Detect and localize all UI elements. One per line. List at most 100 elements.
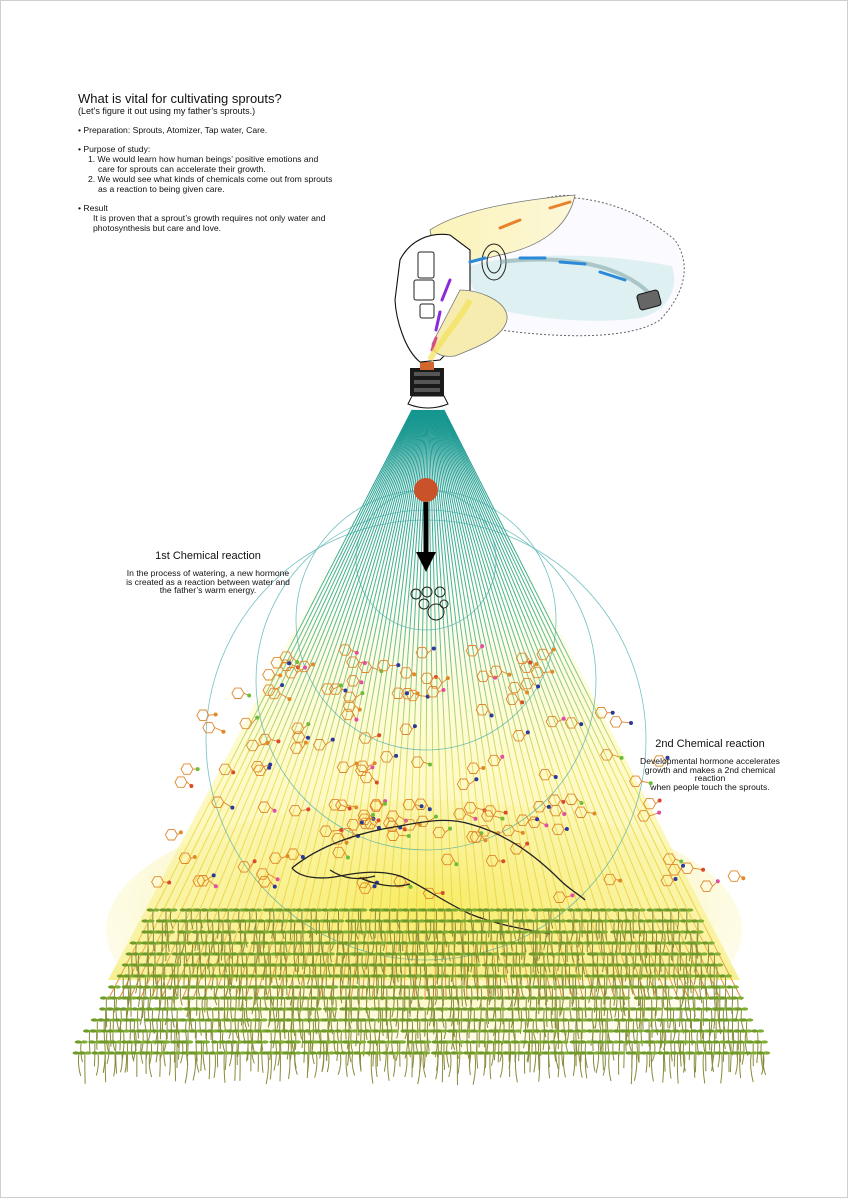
sprout-leaf: [215, 930, 223, 934]
sprout-stem: [192, 1052, 196, 1081]
sprout-leaf: [396, 996, 404, 1000]
molecule-ring: [289, 742, 304, 754]
sprout-leaf: [393, 1040, 401, 1044]
sprout-leaf: [267, 919, 274, 923]
sprout-leaf: [410, 952, 417, 956]
sprout-leaf: [272, 1040, 280, 1044]
sprout-leaf: [597, 941, 605, 945]
molecule-ring: [279, 659, 294, 671]
sprout-leaf: [456, 985, 464, 989]
sprout-leaf: [754, 1040, 762, 1044]
second-reaction-block: 2nd Chemical reaction Developmental horm…: [630, 738, 790, 791]
sprout-leaf: [492, 1029, 500, 1033]
sprout-leaf: [399, 1040, 407, 1044]
sprout-stem: [693, 1052, 696, 1078]
molecule-atom: [303, 665, 308, 670]
sprout-leaf: [130, 985, 138, 989]
molecule-cluster: [218, 763, 236, 776]
sprout-leaf: [497, 930, 505, 934]
molecule-cluster: [262, 669, 283, 681]
sprout-leaf: [494, 974, 502, 978]
sprout-leaf: [601, 1007, 609, 1011]
sprout-leaf: [464, 985, 472, 989]
sprout-leaf: [152, 996, 160, 1000]
sprout-stem: [247, 1041, 249, 1061]
sprout-leaf: [533, 1029, 541, 1033]
spray-line: [318, 409, 424, 1001]
sprout-leaf: [141, 996, 149, 1000]
sprout-leaf: [688, 996, 696, 1000]
sprout-leaf: [530, 996, 537, 1000]
sprout-leaf: [388, 1051, 396, 1055]
molecule-ring: [507, 681, 522, 694]
sprout-leaf: [342, 952, 350, 956]
molecule-ring: [480, 810, 495, 822]
sprout-leaf: [664, 908, 672, 912]
sprout-leaf: [285, 996, 293, 1000]
molecule-cluster: [487, 754, 505, 767]
sprout-leaf: [704, 1007, 712, 1011]
molecule-atom: [372, 761, 377, 766]
sprout-stem: [724, 975, 727, 1008]
sprout-leaf: [193, 1007, 201, 1011]
sprout-leaf: [506, 952, 514, 956]
sprout-leaf: [450, 1029, 458, 1033]
sprout-leaf: [255, 1040, 263, 1044]
sprout-stem: [720, 1052, 723, 1084]
sprout-leaf: [505, 985, 513, 989]
sprout: [504, 930, 518, 951]
purpose-item-1: 1. We would learn how human beings’ posi…: [88, 154, 319, 164]
sprout-leaf: [240, 952, 248, 956]
second-reaction-line-3: when people touch the sprouts.: [650, 781, 770, 792]
molecule-cluster: [289, 740, 308, 754]
molecule-cluster: [257, 801, 277, 813]
sprout-leaf: [584, 974, 592, 978]
molecule-atom: [657, 810, 662, 815]
sprout-leaf: [532, 919, 540, 923]
molecule-cluster: [270, 657, 292, 669]
sprout-leaf: [391, 1029, 399, 1033]
sprout-stem: [293, 942, 297, 973]
molecule-cluster: [551, 823, 569, 836]
sprout-leaf: [419, 908, 427, 912]
molecule-atom: [715, 879, 720, 884]
sprout-leaf: [726, 1029, 734, 1033]
spray-line: [430, 409, 489, 1001]
sprout-leaf: [172, 1029, 180, 1033]
sprout-leaf: [436, 996, 444, 1000]
sprout-stem: [77, 1052, 82, 1077]
sprout-leaf: [346, 1051, 354, 1055]
sprout-leaf: [351, 963, 359, 967]
sprout: [701, 941, 715, 973]
molecule-ring: [415, 646, 429, 659]
sprout-stem: [210, 920, 214, 953]
molecule-atom: [268, 762, 273, 767]
sprout-stem: [450, 953, 454, 983]
sprout-leaf: [264, 1051, 272, 1055]
sprout-leaf: [429, 908, 437, 912]
sprout: [715, 1051, 729, 1084]
sprout-stem: [228, 953, 232, 985]
molecule-ring: [465, 645, 479, 657]
sprout-leaf: [199, 963, 206, 967]
sprout-stem: [345, 1052, 348, 1077]
sprout-leaf: [99, 1007, 107, 1011]
sprout-stem: [510, 931, 513, 951]
sprout-leaf: [591, 952, 599, 956]
sprout-leaf: [694, 963, 702, 967]
sprout-leaf: [330, 930, 338, 934]
sprout-leaf: [491, 941, 499, 945]
molecule-atom: [406, 833, 411, 838]
sprout-leaf: [596, 1040, 604, 1044]
sprout-stem: [443, 920, 448, 948]
sprout-leaf: [605, 1018, 613, 1022]
sprout-leaf: [528, 930, 536, 934]
sprout-leaf: [586, 930, 594, 934]
sprout-leaf: [696, 930, 704, 934]
sprout-leaf: [276, 974, 284, 978]
molecule-ring: [399, 667, 413, 679]
sprout-leaf: [288, 1051, 296, 1055]
molecule-atom: [592, 811, 597, 816]
sprout-leaf: [205, 919, 213, 923]
sprout-leaf: [542, 1051, 550, 1055]
